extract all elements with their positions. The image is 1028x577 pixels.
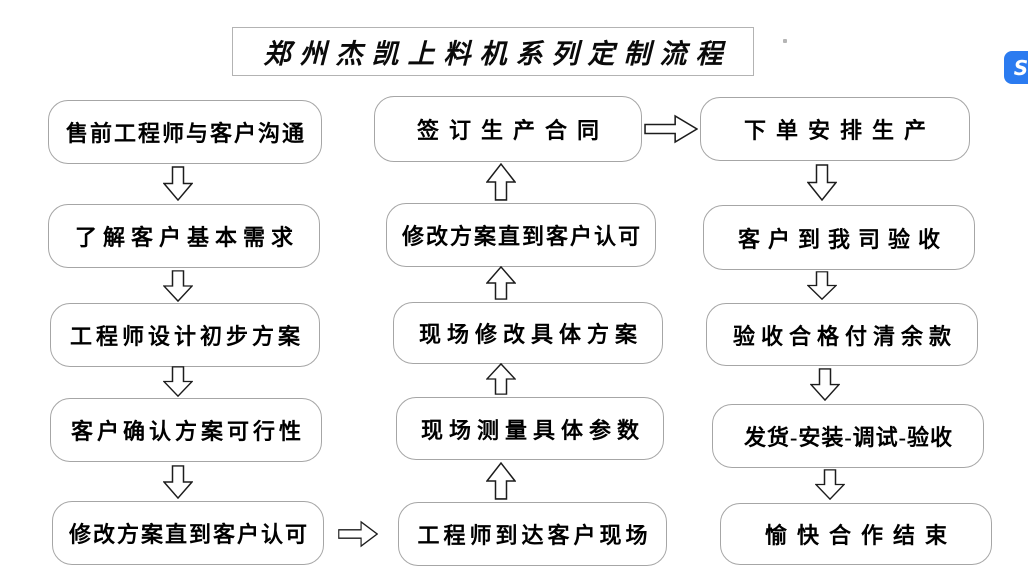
right-arrow-icon [338, 520, 378, 548]
up-arrow-icon [486, 462, 516, 500]
step-place-order-production: 下单安排生产 [700, 97, 970, 161]
floating-app-icon[interactable]: S [1004, 51, 1028, 84]
step-revise-until-approved-middle: 修改方案直到客户认可 [386, 203, 656, 267]
flowchart-title-box: 郑州杰凯上料机系列定制流程 [232, 27, 754, 76]
down-arrow-icon [815, 469, 845, 500]
step-customer-inspection: 客户到我司验收 [703, 205, 975, 270]
right-arrow-icon [644, 114, 698, 144]
step-customer-confirm-feasibility: 客户确认方案可行性 [50, 398, 322, 462]
step-presale-communication: 售前工程师与客户沟通 [48, 100, 322, 164]
step-happy-cooperation-end: 愉快合作结束 [720, 503, 992, 565]
step-ship-install-debug-accept: 发货-安装-调试-验收 [712, 404, 984, 468]
stray-dot [783, 39, 787, 43]
step-revise-until-approved-left: 修改方案直到客户认可 [52, 501, 324, 565]
up-arrow-icon [486, 266, 516, 300]
down-arrow-icon [810, 368, 840, 401]
step-engineer-arrives-site: 工程师到达客户现场 [398, 502, 667, 566]
step-understand-basic-needs: 了解客户基本需求 [48, 204, 320, 268]
step-onsite-measure-parameters: 现场测量具体参数 [396, 397, 664, 460]
step-engineer-initial-design: 工程师设计初步方案 [50, 303, 320, 367]
down-arrow-icon [163, 366, 193, 397]
down-arrow-icon [807, 164, 837, 201]
app-icon-glyph: S [1013, 55, 1028, 80]
step-pay-remaining-balance: 验收合格付清余款 [706, 303, 978, 366]
step-sign-production-contract: 签订生产合同 [374, 96, 642, 162]
down-arrow-icon [163, 270, 193, 302]
step-onsite-modify-plan: 现场修改具体方案 [393, 302, 663, 364]
page-title: 郑州杰凯上料机系列定制流程 [263, 39, 732, 69]
up-arrow-icon [486, 163, 516, 201]
down-arrow-icon [163, 465, 193, 499]
down-arrow-icon [163, 166, 193, 201]
up-arrow-icon [486, 363, 516, 395]
down-arrow-icon [807, 271, 837, 300]
